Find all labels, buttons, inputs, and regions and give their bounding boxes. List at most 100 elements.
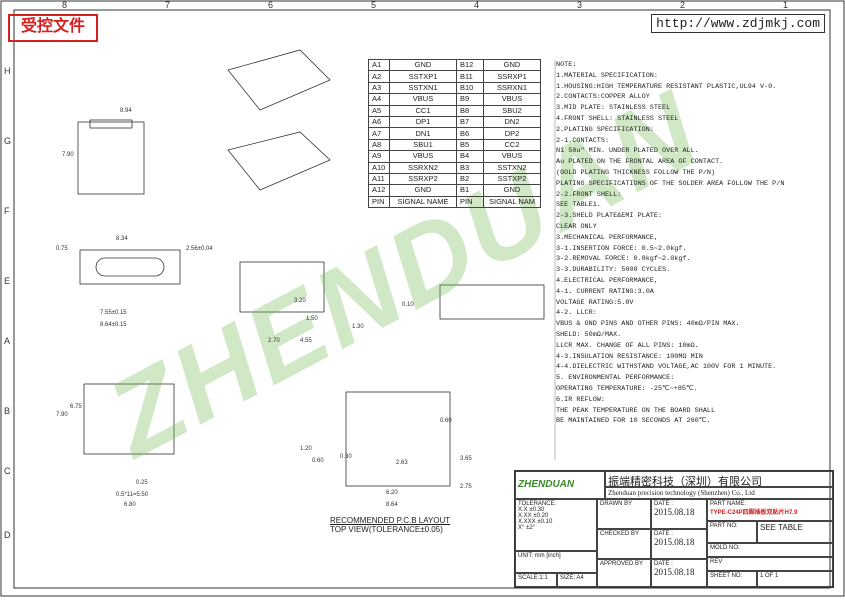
- date-cell: DATE :2015.08.18: [651, 529, 707, 559]
- date-label: DATE :: [654, 561, 673, 567]
- dim-label: 1.20: [300, 446, 312, 452]
- note-line: NOTE:: [556, 61, 577, 69]
- pin-cell: B3: [456, 161, 484, 174]
- date-cell: DATE :2015.08.18: [651, 499, 707, 529]
- dim-label: 4.55: [300, 338, 312, 344]
- pin-cell: CC2: [483, 138, 541, 152]
- zone-top-5: 4: [474, 0, 480, 10]
- pin-cell: SSTXP1: [389, 70, 457, 83]
- pin-cell: B7: [456, 115, 484, 129]
- note-line: 4.FRONT SHELL: STAINLESS STEEL: [556, 114, 679, 123]
- pin-cell: GND: [483, 58, 541, 72]
- pin-cell: DN1: [389, 127, 457, 140]
- pin-cell: VBUS: [389, 150, 457, 163]
- pin-cell: DP1: [389, 115, 457, 129]
- pin-cell: SSTXN1: [389, 81, 457, 95]
- dim-label: 2.75: [460, 484, 472, 490]
- pin-cell: SIGNAL NAME: [389, 195, 457, 209]
- part-name-cell: PART NAME:TYPE-C24P四脚插板双贴片H7.9: [707, 499, 833, 521]
- dim-label: 3.65: [460, 456, 472, 462]
- dim-label: 0.60: [312, 458, 324, 464]
- pin-cell: A12: [368, 184, 390, 197]
- note-line: VBUS & GND PINS AND OTHER PINS: 40mΩ/PIN…: [556, 320, 740, 329]
- pin-cell: PIN: [368, 195, 390, 209]
- zone-top-7: 2: [680, 0, 686, 10]
- approved-by-label: APPROVED BY: [597, 559, 651, 587]
- title-block: ZHENDUAN 振端精密科技（深圳）有限公司 Zhenduan precisi…: [514, 470, 834, 588]
- pin-cell: A10: [368, 161, 390, 174]
- dim-label: 2.56±0.04: [186, 246, 213, 252]
- dim-label: 2.70: [268, 338, 280, 344]
- zone-top-4: 5: [371, 0, 377, 10]
- note-line: 3-3.DURABILITY: 5000 CYCLES.: [556, 266, 671, 275]
- controlled-file-stamp: 受控文件: [8, 14, 98, 42]
- date-value: 2015.08.18: [654, 537, 695, 547]
- dim-label: 0.5*11=5.50: [116, 492, 149, 498]
- pin-cell: B11: [456, 70, 484, 83]
- note-line: 2.PLATING SPECIFICATION:: [556, 125, 654, 134]
- pin-cell: SSRXN1: [483, 81, 541, 95]
- pin-cell: B6: [456, 127, 484, 140]
- pin-cell: B5: [456, 138, 484, 152]
- dim-label: 1.50: [306, 316, 318, 322]
- note-line: 3-1.INSERTION FORCE: 0.5~2.0kgf.: [556, 244, 687, 253]
- tolerance-line: X.XX ±0.20: [518, 513, 549, 519]
- zone-side-5: A: [4, 336, 11, 346]
- dim-label: 3.20: [294, 298, 306, 304]
- pin-cell: SSTXN2: [483, 161, 541, 174]
- pin-cell: B9: [456, 93, 484, 106]
- tolerance-box: TOLERANCE: X.X ±0.30 X.XX ±0.20 X.XXX ±0…: [515, 499, 597, 551]
- note-line: 4.ELECTRICAL PERFORMANCE,: [556, 276, 658, 285]
- size-label: SIZE: A4: [557, 573, 597, 587]
- dim-label: 2.63: [396, 460, 408, 466]
- dim-label: 0.75: [56, 246, 68, 252]
- note-line: LLCR MAX. CHANGE OF ALL PINS: 10mΩ.: [556, 341, 699, 350]
- dim-label: 0.30: [340, 454, 352, 460]
- pin-cell: VBUS: [483, 93, 541, 106]
- tolerance-label: TOLERANCE:: [518, 501, 557, 507]
- dim-label: 1.30: [352, 324, 364, 330]
- pin-cell: VBUS: [483, 150, 541, 163]
- pin-cell: GND: [389, 184, 457, 197]
- dim-label: 6.75: [70, 404, 82, 410]
- pin-cell: SIGNAL NAM: [483, 195, 541, 209]
- part-no-label: PART NO:: [707, 521, 757, 543]
- checked-by-label: CHECKED BY: [597, 529, 651, 559]
- dim-label: 8.34: [116, 236, 128, 242]
- top-view-caption: TOP VIEW(TOLERANCE±0.05): [330, 525, 443, 534]
- website-url[interactable]: http://www.zdjmkj.com: [651, 14, 825, 33]
- part-no-value: SEE TABLE: [757, 521, 833, 543]
- pin-cell: A3: [368, 81, 390, 95]
- note-line: SEE TABLE1.: [556, 201, 601, 210]
- mold-no-label: MOLD NO:: [707, 543, 833, 557]
- pcb-layout-caption: RECOMMENDED P.C.B LAYOUT TOP VIEW(TOLERA…: [330, 516, 450, 534]
- zone-top-3: 6: [268, 0, 274, 10]
- pin-cell: A6: [368, 115, 390, 129]
- note-line: Au PLATED ON THE FRONTAL AREA OF CONTACT…: [556, 158, 724, 167]
- pin-cell: A9: [368, 150, 390, 163]
- dim-label: 7.90: [62, 152, 74, 158]
- dim-label: 8.94: [120, 108, 132, 114]
- note-line: Ni 50u" MIN. UNDER PLATED OVER ALL.: [556, 147, 699, 156]
- zone-side-2: G: [4, 136, 12, 146]
- zone-top-1: 8: [62, 0, 68, 10]
- note-line: 4-1. CURRENT RATING:3.0A: [556, 287, 654, 296]
- scale-label: SCALE:1:1: [515, 573, 557, 587]
- note-line: SHELD: 50mΩ/MAX.: [556, 330, 622, 339]
- pin-cell: A11: [368, 172, 390, 186]
- dim-label: 7.90: [56, 412, 68, 418]
- pin-cell: A5: [368, 104, 390, 117]
- pin-cell: CC1: [389, 104, 457, 117]
- note-line: 6.IR REFLOW:: [556, 395, 605, 404]
- tolerance-line: X.X ±0.30: [518, 507, 545, 513]
- pin-cell: B2: [456, 172, 484, 186]
